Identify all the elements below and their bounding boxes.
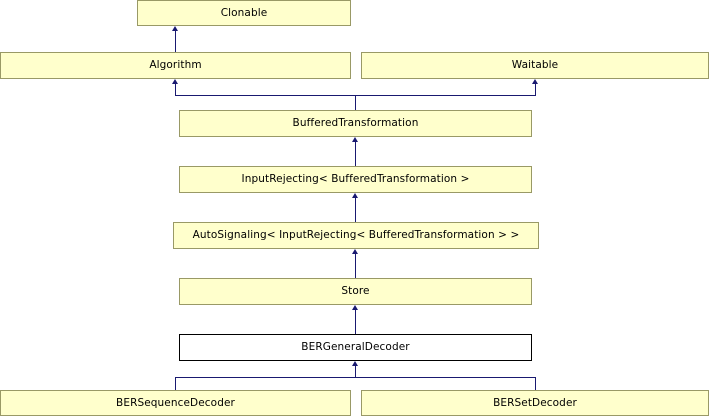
- class-box-bersetdecoder[interactable]: BERSetDecoder: [361, 390, 709, 416]
- edge-bergeneraldecoder-to-store: [355, 310, 356, 334]
- arrowhead-inputrejecting: [352, 193, 358, 198]
- class-box-bersequencedecoder[interactable]: BERSequenceDecoder: [0, 390, 351, 416]
- class-box-waitable[interactable]: Waitable: [361, 52, 709, 79]
- edge-bus-riser-bergeneraldecoder: [355, 366, 356, 377]
- edge-bufferedtransformation-riser: [355, 95, 356, 110]
- class-box-algorithm[interactable]: Algorithm: [0, 52, 351, 79]
- edge-bufferedtransformation-bus: [175, 95, 536, 96]
- class-box-clonable[interactable]: Clonable: [137, 0, 351, 26]
- class-box-inputrejecting[interactable]: InputRejecting< BufferedTransformation >: [179, 166, 532, 193]
- edge-inputrejecting-to-bufferedtransformation: [355, 142, 356, 166]
- class-box-autosignaling[interactable]: AutoSignaling< InputRejecting< BufferedT…: [173, 222, 539, 249]
- edge-bus-to-algorithm: [175, 84, 176, 95]
- edge-algorithm-to-clonable: [175, 31, 176, 52]
- class-box-bufferedtransformation[interactable]: BufferedTransformation: [179, 110, 532, 137]
- arrowhead-bergeneraldecoder: [352, 361, 358, 366]
- arrowhead-clonable: [172, 26, 178, 31]
- edge-store-to-autosignaling: [355, 254, 356, 278]
- arrowhead-autosignaling: [352, 249, 358, 254]
- class-box-bergeneraldecoder[interactable]: BERGeneralDecoder: [179, 334, 532, 361]
- arrowhead-waitable: [532, 79, 538, 84]
- arrowhead-bufferedtransformation: [352, 137, 358, 142]
- arrowhead-store: [352, 305, 358, 310]
- edge-bus-to-bersequencedecoder: [175, 377, 176, 390]
- edge-bus-to-waitable: [535, 84, 536, 95]
- edge-bus-to-bersetdecoder: [535, 377, 536, 390]
- edge-autosignaling-to-inputrejecting: [355, 198, 356, 222]
- class-box-store[interactable]: Store: [179, 278, 532, 305]
- edge-subclasses-bus: [175, 377, 536, 378]
- arrowhead-algorithm: [172, 79, 178, 84]
